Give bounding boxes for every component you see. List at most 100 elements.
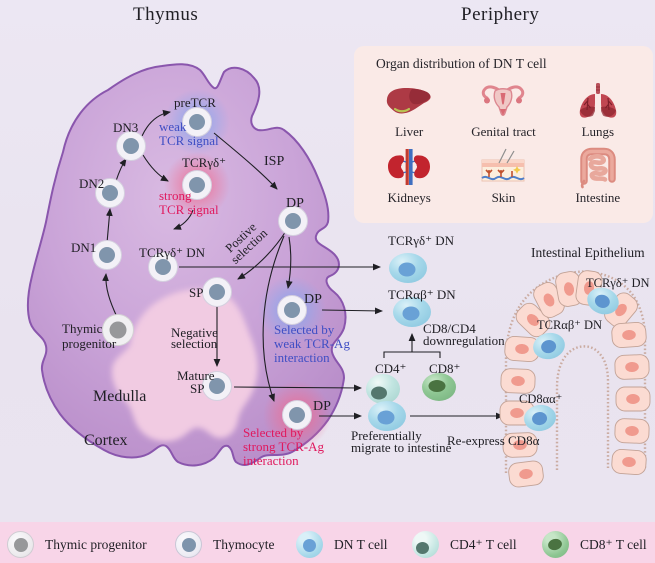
- tcrgd-label: TCRγδ⁺: [182, 155, 227, 170]
- arrow-dpweak-to-tcrabdn: [321, 307, 383, 315]
- reexpress-label: Re-express CD8α: [447, 433, 540, 448]
- swatch-nucleus: [416, 542, 429, 554]
- negative-selection-line1: Negative: [171, 325, 218, 340]
- bracket-cd4-cd8: [383, 351, 441, 358]
- legend-label: CD8⁺ T cell: [580, 536, 647, 552]
- organ-label-kidneys: Kidneys: [387, 190, 431, 205]
- mature-sp-line2: SP: [190, 381, 205, 396]
- negative-selection-line2: selection: [171, 336, 218, 351]
- epithelium-tcrab-dn-cell: [530, 329, 568, 363]
- cd4-cell: [366, 374, 400, 404]
- genital-tract-icon: [482, 85, 525, 116]
- arrow-pretcr-to-dp: [213, 132, 278, 190]
- epithelium-cd8aa-cell: [522, 402, 558, 434]
- kidneys-icon: [388, 149, 431, 185]
- selected-weak-line2: weak TCR-Ag: [274, 336, 350, 351]
- legend-item-dn-t-cell: DN T cell: [296, 531, 388, 558]
- strong-signal-line2: TCR signal: [159, 202, 219, 217]
- thymic-progenitor-line2: progenitor: [62, 336, 117, 351]
- selected-weak-line1: Selected by: [274, 322, 335, 337]
- mature-sp-cell: [202, 371, 232, 401]
- dp-cell: [278, 206, 308, 236]
- selected-strong-line2: strong TCR-Ag: [243, 439, 325, 454]
- strong-signal-glow: [164, 152, 230, 218]
- periphery-tcrgd-dn-cell: [389, 253, 427, 283]
- dn-t-cell-swatch: [296, 531, 323, 558]
- isp-label: ISP: [264, 154, 285, 169]
- dn1-cell: [92, 240, 122, 270]
- cd4-label: CD4⁺: [375, 361, 407, 376]
- lungs-icon: [579, 83, 617, 118]
- thymic-progenitor-cell: [102, 314, 134, 346]
- thymic-progenitor-swatch: [7, 531, 34, 558]
- dp-strong-cell: [282, 400, 312, 430]
- tcrgd-cell: [182, 170, 212, 200]
- weak-signal-line2: TCR signal: [159, 133, 219, 148]
- organ-liver: Liver: [362, 79, 456, 140]
- selected-weak-line3: interaction: [274, 350, 330, 365]
- swatch-nucleus: [303, 539, 316, 552]
- intestine-icon: [580, 147, 616, 189]
- dn2-cell: [95, 178, 125, 208]
- weak-signal-glow: [164, 89, 230, 155]
- arrow-progenitor-to-dn1: [102, 273, 118, 318]
- cd8-label: CD8⁺: [429, 361, 461, 376]
- organ-label-liver: Liver: [395, 124, 424, 139]
- migrate-line2: migrate to intestine: [351, 440, 452, 455]
- legend-label: Thymocyte: [213, 536, 275, 552]
- migrate-line1: Preferentially: [351, 428, 422, 443]
- legend-label: DN T cell: [334, 536, 388, 552]
- organ-distribution-box: Organ distribution of DN T cell Liver: [354, 46, 653, 223]
- migrating-dn-cell: [368, 401, 406, 431]
- cortex-label: Cortex: [84, 432, 128, 449]
- organ-skin: Skin: [456, 145, 550, 206]
- arrow-tcrgd-to-tcrgddn: [173, 209, 194, 230]
- sp-label: SP: [189, 285, 204, 300]
- legend-label: CD4⁺ T cell: [450, 536, 517, 552]
- legend-item-thymocyte: Thymocyte: [175, 531, 274, 558]
- liver-icon: [386, 88, 431, 114]
- dp-weak-cell: [277, 295, 307, 325]
- periphery-tcrgd-dn-label: TCRγδ⁺ DN: [388, 233, 455, 248]
- swatch-nucleus: [546, 537, 564, 552]
- thymus-shape: [26, 63, 347, 467]
- dp-strong-label: DP: [313, 399, 331, 414]
- skin-icon: [481, 148, 526, 182]
- strong-selection-glow: [263, 381, 331, 449]
- dn3-label: DN3: [113, 120, 139, 135]
- pretcr-label: preTCR: [174, 95, 216, 110]
- cd8-cell: [422, 373, 456, 401]
- cd4-t-cell-swatch: [412, 531, 439, 558]
- organ-box-heading: Organ distribution of DN T cell: [376, 56, 547, 71]
- legend-item-cd4-t-cell: CD4⁺ T cell: [412, 531, 517, 558]
- arrow-dn2-to-dn3: [115, 158, 127, 182]
- positive-selection-label: Postive selection: [222, 219, 271, 267]
- weak-signal-line1: weak: [159, 119, 187, 134]
- organ-label-intestine: Intestine: [575, 190, 621, 205]
- brush-border-outer: [504, 270, 647, 473]
- legend-item-thymic-progenitor: Thymic progenitor: [7, 531, 147, 558]
- epithelium-cd8aa-label: CD8αα⁺: [519, 392, 563, 406]
- arrow-dn3-to-tcrgd: [142, 154, 169, 182]
- epithelium-tcrab-dn-label: TCRαβ⁺ DN: [537, 318, 602, 332]
- sp-cell: [202, 277, 232, 307]
- brush-border-inner: [555, 345, 610, 470]
- organ-intestine: Intestine: [551, 145, 645, 206]
- organ-genital-tract: Genital tract: [456, 79, 550, 140]
- intestinal-epithelium: [499, 268, 651, 489]
- epithelium-tcrgd-dn-cell: [583, 283, 623, 319]
- cd8-t-cell-swatch: [542, 531, 569, 558]
- epithelium-tcrgd-dn-label: TCRγδ⁺ DN: [586, 276, 650, 290]
- tcrgd-dn-label: TCRγδ⁺ DN: [139, 245, 206, 260]
- organ-kidneys: Kidneys: [362, 145, 456, 206]
- medulla-label: Medulla: [93, 388, 147, 405]
- dn1-label: DN1: [71, 240, 97, 255]
- periphery-tcrab-dn-cell: [393, 297, 431, 327]
- thymus-title: Thymus: [133, 4, 199, 25]
- dn2-label: DN2: [79, 176, 105, 191]
- strong-signal-line1: strong: [159, 188, 192, 203]
- organ-grid: Liver Genital tract: [362, 79, 645, 206]
- organ-lungs: Lungs: [551, 79, 645, 140]
- periphery-tcrab-dn-label: TCRαβ⁺ DN: [388, 287, 456, 302]
